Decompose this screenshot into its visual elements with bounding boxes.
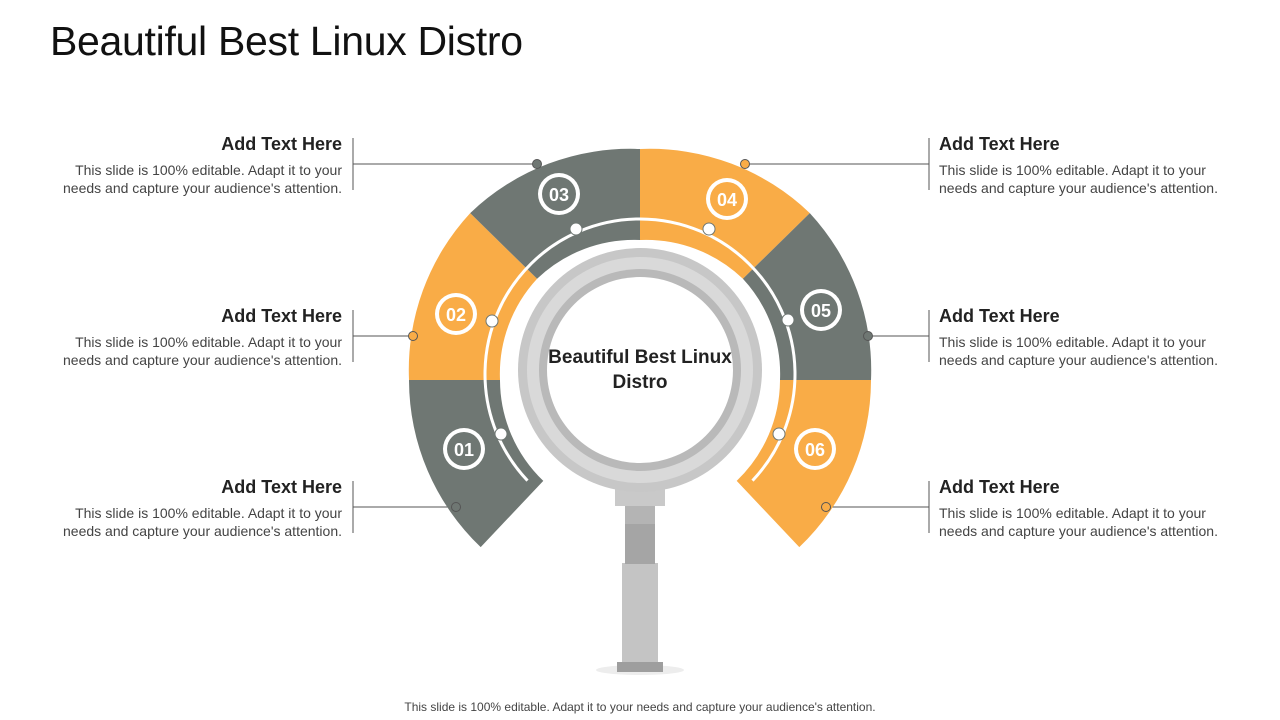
block-body: This slide is 100% editable. Adapt it to… <box>939 334 1218 368</box>
badge-number: 06 <box>805 440 825 460</box>
block-body: This slide is 100% editable. Adapt it to… <box>63 334 342 368</box>
badge-01: 01 <box>443 428 485 470</box>
block-heading: Add Text Here <box>221 306 342 326</box>
connector-dots <box>408 159 873 512</box>
text-block-01: Add Text Here This slide is 100% editabl… <box>42 477 342 540</box>
badge-number: 02 <box>446 305 466 325</box>
badge-number: 04 <box>717 190 737 210</box>
segment-02 <box>408 213 538 380</box>
badge-03: 03 <box>538 173 580 215</box>
block-heading: Add Text Here <box>939 477 1060 497</box>
text-block-04: Add Text Here This slide is 100% editabl… <box>939 134 1239 197</box>
page-title: Beautiful Best Linux Distro <box>50 18 523 64</box>
text-block-03: Add Text Here This slide is 100% editabl… <box>42 134 342 197</box>
connector-lines <box>352 138 930 533</box>
badge-02: 02 <box>435 293 477 335</box>
text-block-05: Add Text Here This slide is 100% editabl… <box>939 306 1239 369</box>
block-body: This slide is 100% editable. Adapt it to… <box>63 162 342 196</box>
center-label: Beautiful Best Linux Distro <box>548 347 732 393</box>
block-heading: Add Text Here <box>221 477 342 497</box>
badge-number: 01 <box>454 440 474 460</box>
footer-note: This slide is 100% editable. Adapt it to… <box>404 700 876 714</box>
badge-number: 03 <box>549 185 569 205</box>
block-body: This slide is 100% editable. Adapt it to… <box>939 505 1218 539</box>
magnifier-icon <box>518 248 762 675</box>
text-block-06: Add Text Here This slide is 100% editabl… <box>939 477 1239 540</box>
block-body: This slide is 100% editable. Adapt it to… <box>939 162 1218 196</box>
badge-number: 05 <box>811 301 831 321</box>
inner-track <box>483 217 797 482</box>
text-block-02: Add Text Here This slide is 100% editabl… <box>42 306 342 369</box>
badge-04: 04 <box>706 178 748 220</box>
badge-05: 05 <box>800 289 842 331</box>
block-body: This slide is 100% editable. Adapt it to… <box>63 505 342 539</box>
block-heading: Add Text Here <box>939 134 1060 154</box>
track-dots <box>485 222 795 441</box>
badge-06: 06 <box>794 428 836 470</box>
block-heading: Add Text Here <box>221 134 342 154</box>
block-heading: Add Text Here <box>939 306 1060 326</box>
